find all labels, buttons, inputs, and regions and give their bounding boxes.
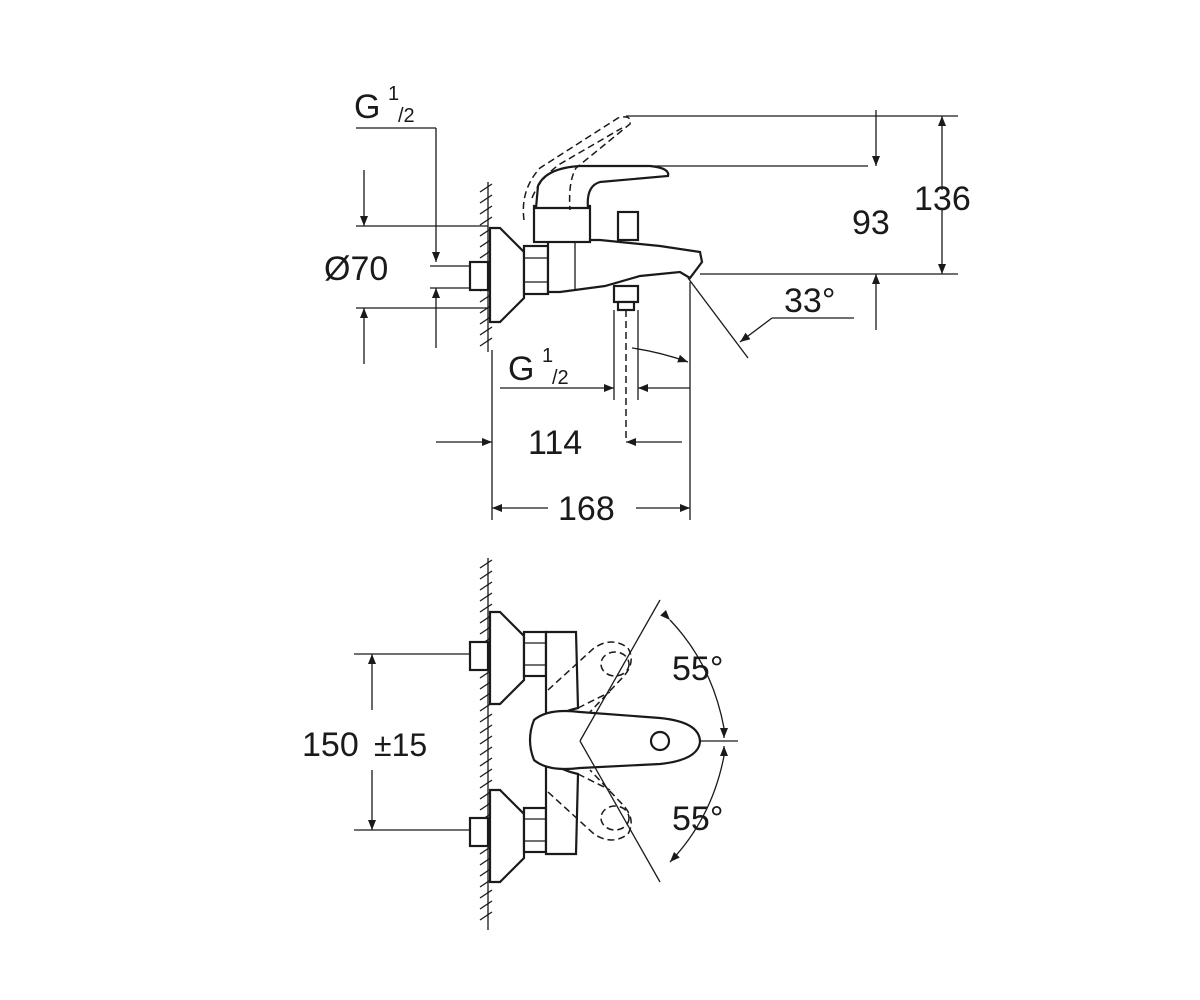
inlet-thread-sub: /2 [398,105,415,127]
outlet-thread-label: G [508,350,534,388]
center-distance-label: 150 [302,726,359,764]
wall-hatch-mark [479,713,493,723]
mixer-body [546,238,704,294]
shower-outlet [612,284,640,304]
wall-hatch-mark [479,337,493,347]
lever-position-up [547,641,632,713]
spout-angle-label: 33° [784,282,835,320]
lower-escutcheon [488,788,526,884]
lever-angle-up-label: 55° [672,650,723,688]
lever-raised-outline [522,116,631,221]
front-view: 150 ±15 55° 55° [302,558,738,930]
center-tolerance-label: ±15 [374,727,427,763]
wall-hatch-mark [479,194,493,204]
dim-136-label: 136 [914,180,971,218]
wall-hatch-mark [479,570,493,580]
lever [534,164,670,210]
wall-hatch-mark [479,205,493,215]
side-view: G 1 /2 Ø70 G 1 /2 114 168 93 136 33° [324,83,971,528]
inlet-fitting [468,260,490,292]
escutcheon [488,226,526,324]
lever-position-down [547,769,632,841]
inlet-thread-label: G [354,88,380,126]
wall-hatch-mark [479,900,493,910]
lever-angle-down-label: 55° [672,800,723,838]
lower-inlet-fitting [468,816,490,848]
wall-hatch-mark [479,911,493,921]
diameter-label: Ø70 [324,250,388,288]
diverter-knob [616,210,640,242]
wall-hatch-mark [479,603,493,613]
lever-front [528,709,702,771]
hex-nut [522,244,550,296]
wall-hatch-mark [479,746,493,756]
dim-114-label: 114 [528,424,582,462]
wall-hatch-mark [479,326,493,336]
wall-hatch-mark [479,592,493,602]
wall-hatch-mark [479,724,493,734]
wall-hatch-mark [479,735,493,745]
outlet-thread-sub: /2 [552,367,569,389]
dim-168-label: 168 [558,490,615,528]
lever-indicator [649,730,671,752]
wall-hatch-mark [479,889,493,899]
wall-hatch-mark [479,757,493,767]
cartridge-housing [532,204,592,244]
wall-hatch-mark [479,779,493,789]
wall-hatch-mark [479,581,493,591]
inlet-thread-sup: 1 [388,83,399,105]
outlet-thread-sup: 1 [542,345,553,367]
upper-inlet-fitting [468,640,490,672]
wall-hatch-mark [479,216,493,226]
upper-escutcheon [488,610,526,706]
wall-hatch-mark [479,559,493,569]
dim-93-label: 93 [852,204,890,242]
wall-hatch-mark [479,183,493,193]
wall-hatch-mark [479,768,493,778]
